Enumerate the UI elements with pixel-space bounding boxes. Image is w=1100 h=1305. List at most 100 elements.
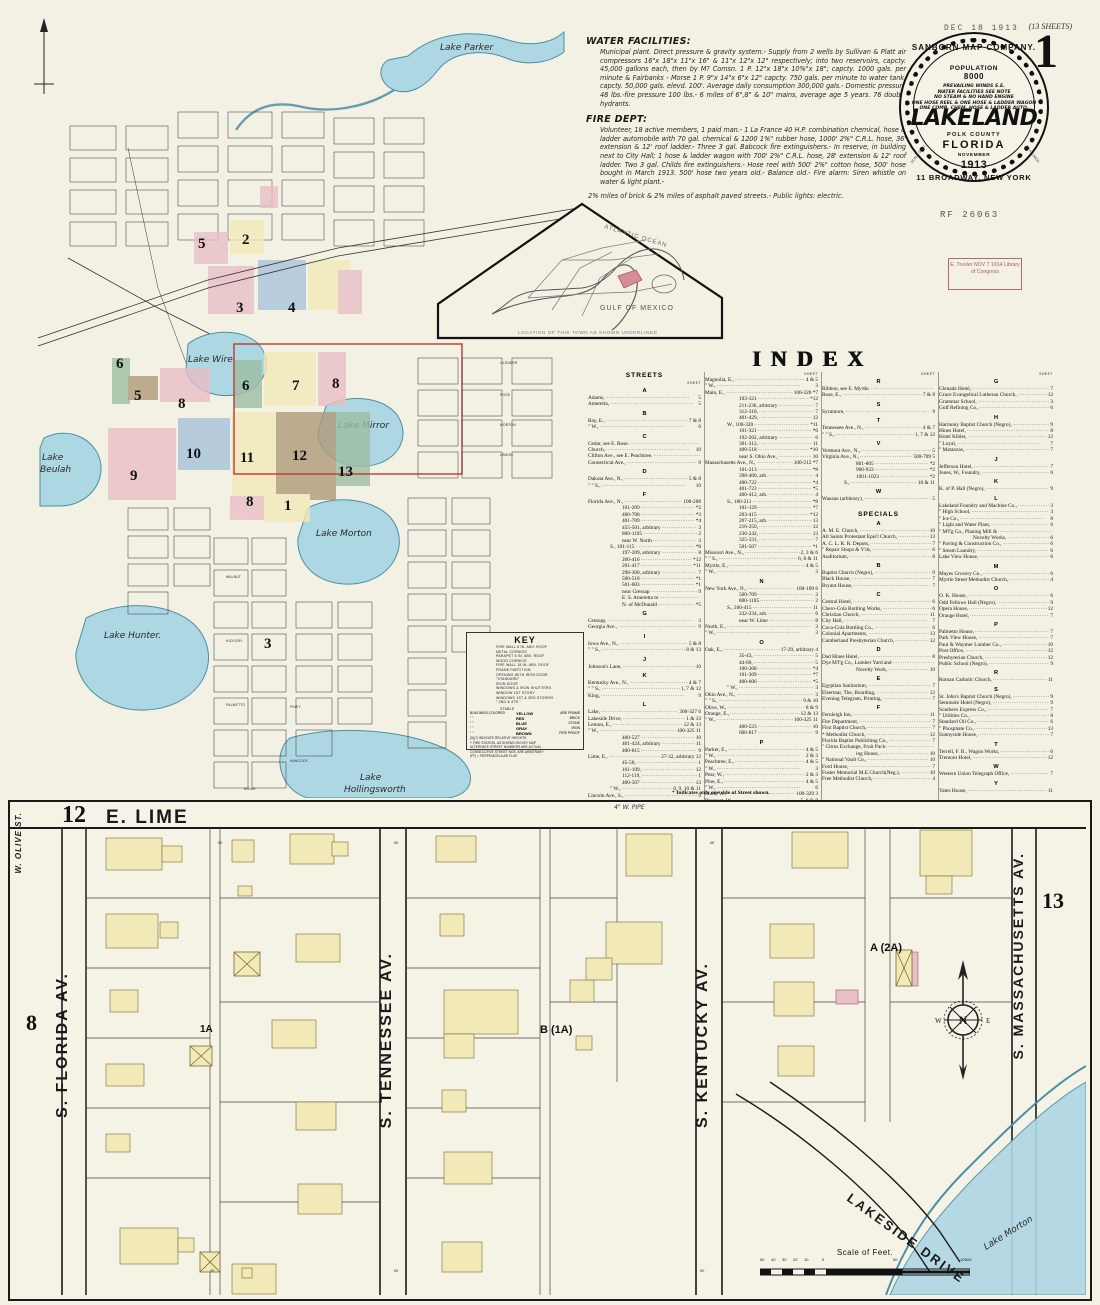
index-entry[interactable]: Southern Express Co.,...................… — [939, 707, 1053, 713]
index-entry[interactable]: " Steam Laundry,........................… — [939, 548, 1053, 554]
index-entry[interactable]: S.,.....................................… — [822, 480, 935, 486]
index-entry[interactable]: 400-815.................................… — [588, 748, 701, 754]
index-entry[interactable]: 207-215, arb............................… — [705, 518, 818, 524]
index-entry[interactable]: Ohio Ave., N.,..........................… — [705, 692, 818, 698]
index-entry[interactable]: Kentucky Ave., N.,......................… — [588, 680, 701, 686]
index-entry[interactable]: Public School (Negro),..................… — [939, 661, 1053, 667]
index-entry[interactable]: Western Union Telegraph Office,.........… — [939, 771, 1053, 777]
index-entry[interactable]: " " S.,.................................… — [588, 686, 701, 692]
index-entry[interactable]: Roman Catholic Church,..................… — [939, 677, 1053, 683]
index-entry[interactable]: Evening Telegram, Printing,.............… — [822, 696, 935, 702]
index-entry[interactable]: Cumberland Presbyterian Church,.........… — [822, 638, 935, 644]
index-entry[interactable]: Jefferson Hotel,........................… — [939, 464, 1053, 470]
index-entry[interactable]: A. C. L. R. R. Depots,..................… — [822, 541, 935, 547]
index-entry[interactable]: 400-722.................................… — [705, 480, 818, 486]
index-entry[interactable]: 400-507.................................… — [588, 780, 701, 786]
index-entry[interactable]: New York Ave., N.,......................… — [705, 586, 818, 592]
index-entry[interactable]: Central Hotel,..........................… — [822, 599, 935, 605]
index-entry[interactable]: " W.,...................................… — [705, 785, 818, 791]
index-entry[interactable]: Rose, E.,...............................… — [822, 392, 935, 398]
index-entry[interactable]: Dad Hines Hotel,........................… — [822, 654, 935, 660]
index-entry[interactable]: Wausau (arbitrary),.....................… — [822, 496, 935, 502]
index-entry[interactable]: Mayes Grocery Co.,......................… — [939, 571, 1053, 577]
index-entry[interactable]: 401-723.................................… — [705, 486, 818, 492]
index-entry[interactable]: * Methodist Church,.....................… — [822, 732, 935, 738]
index-entry[interactable]: Cedar, see E. Rose......................… — [588, 441, 701, 447]
index-entry[interactable]: " W.,...................................… — [705, 630, 818, 636]
index-entry[interactable]: " " S.,.................................… — [822, 432, 935, 438]
index-entry[interactable]: near W. North...........................… — [588, 538, 701, 544]
index-entry[interactable]: Peachtree, E.,..........................… — [705, 759, 818, 765]
index-entry[interactable]: 455-501, arbitrary......................… — [588, 525, 701, 531]
index-entry[interactable]: " Utilities Co.,........................… — [939, 713, 1053, 719]
index-entry[interactable]: Lakeside Drive,.........................… — [588, 716, 701, 722]
index-entry[interactable]: Bay, E.,................................… — [588, 418, 701, 424]
index-entry[interactable]: Plum, W.,...............................… — [705, 791, 818, 797]
index-entry[interactable]: Colonial Apartments,....................… — [822, 631, 935, 637]
index-entry[interactable]: " " S.,.................................… — [705, 698, 818, 704]
index-entry[interactable]: Yates House,............................… — [939, 788, 1053, 794]
index-entry[interactable]: All Saints Protestant Epis'l Church,....… — [822, 534, 935, 540]
index-entry[interactable]: " Citrus Exchange, Fruit Pack-..........… — [822, 744, 935, 750]
index-entry[interactable]: Myrtle Street Methodist Church,.........… — [939, 577, 1053, 583]
index-entry[interactable]: Harmony Baptist Church (Negro),.........… — [939, 422, 1053, 428]
index-entry[interactable]: W., 100-320.............................… — [705, 422, 818, 428]
index-entry[interactable]: 101-213.................................… — [705, 467, 818, 473]
index-entry[interactable]: E. S. Ameretta to.......................… — [588, 595, 701, 601]
index-entry[interactable]: Lake View House,........................… — [939, 554, 1053, 560]
index-entry[interactable]: Standard Oil Co.,.......................… — [939, 719, 1053, 725]
index-entry[interactable]: " W.,...................................… — [705, 383, 818, 389]
index-entry[interactable]: Opera House,............................… — [939, 606, 1053, 612]
index-entry[interactable]: near Gressap............................… — [588, 589, 701, 595]
index-entry[interactable]: " Loyal,................................… — [939, 441, 1053, 447]
index-entry[interactable]: Magnolia, E.,...........................… — [705, 377, 818, 383]
index-entry[interactable]: 201-417.................................… — [588, 563, 701, 569]
index-entry[interactable]: 400-412, arb............................… — [705, 492, 818, 498]
index-entry[interactable]: Tennessee Ave., N.,.....................… — [822, 425, 935, 431]
index-entry[interactable]: " W.,...................................… — [705, 685, 818, 691]
index-entry[interactable]: Novelty Work,...........................… — [822, 667, 935, 673]
index-entry[interactable]: City Hall,..............................… — [822, 618, 935, 624]
index-entry[interactable]: 1001-1023...............................… — [822, 474, 935, 480]
index-entry[interactable]: " " S.,.................................… — [705, 556, 818, 562]
index-entry[interactable]: Foster Memorial M.E.Church(Neg.),.......… — [822, 770, 935, 776]
index-entry[interactable]: 232-234, arb............................… — [705, 611, 818, 617]
index-entry[interactable]: 197-209, arbitrary......................… — [588, 550, 701, 556]
index-entry[interactable]: Ribbon, see E. Myrtle...................… — [822, 386, 935, 392]
index-entry[interactable]: " W.,...................................… — [705, 766, 818, 772]
index-entry[interactable]: Dye M'f'g Co., Lumber Yard and..........… — [822, 660, 935, 666]
index-entry[interactable]: Park View House,........................… — [939, 635, 1053, 641]
index-entry[interactable]: 801-805.................................… — [822, 461, 935, 467]
index-entry[interactable]: Free Methodist Church,..................… — [822, 776, 935, 782]
index-entry[interactable]: 400-523.................................… — [705, 724, 818, 730]
index-entry[interactable]: near S. Ohio Ave.,......................… — [705, 454, 818, 460]
index-entry[interactable]: 301-312,................................… — [705, 441, 818, 447]
index-entry[interactable]: Presbyterian Church,....................… — [939, 655, 1053, 661]
index-entry[interactable]: 200-416.................................… — [588, 557, 701, 563]
index-entry[interactable]: Pear, W.,...............................… — [705, 772, 818, 778]
index-entry[interactable]: Massachusetts Ave., N.,.................… — [705, 460, 818, 466]
index-entry[interactable]: Paul & Waymer Lumber Co.,...............… — [939, 642, 1053, 648]
index-entry[interactable]: " Paving & Construction Co.,............… — [939, 541, 1053, 547]
index-entry[interactable]: 600-817.................................… — [705, 730, 818, 736]
index-entry[interactable]: 325-331,................................… — [705, 537, 818, 543]
index-entry[interactable]: Lake,...................................… — [588, 709, 701, 715]
index-entry[interactable]: Vermont Ave., N.,.......................… — [822, 448, 935, 454]
index-entry[interactable]: Palmetto House,.........................… — [939, 629, 1053, 635]
index-entry[interactable]: Post Office,............................… — [939, 648, 1053, 654]
index-entry[interactable]: Pine, E.,...............................… — [705, 779, 818, 785]
index-entry[interactable]: Baptist Church (Negro),.................… — [822, 570, 935, 576]
index-entry[interactable]: 501-603.................................… — [588, 582, 701, 588]
index-entry[interactable]: Novelty Works,..........................… — [939, 535, 1053, 541]
index-entry[interactable]: 401-429,................................… — [705, 415, 818, 421]
index-entry[interactable]: " W.,...................................… — [588, 728, 701, 734]
index-entry[interactable]: Dakota Ave., N.,........................… — [588, 476, 701, 482]
index-entry[interactable]: Myrtle, E.,.............................… — [705, 563, 818, 569]
index-entry[interactable]: 500-518.................................… — [588, 576, 701, 582]
index-entry[interactable]: 312-318,................................… — [705, 409, 818, 415]
index-entry[interactable]: Lemon, E.,..............................… — [588, 722, 701, 728]
index-entry[interactable]: 35-43,..................................… — [705, 653, 818, 659]
index-entry[interactable]: " W.,...................................… — [705, 717, 818, 723]
index-entry[interactable]: Grammar School,.........................… — [939, 399, 1053, 405]
index-entry[interactable]: " W.,...................................… — [588, 424, 701, 430]
